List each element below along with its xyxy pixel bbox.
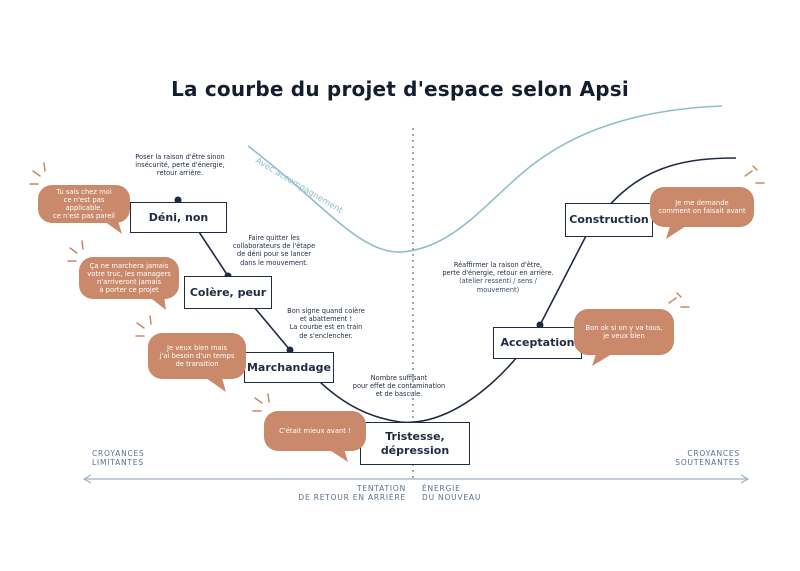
axis-arrow-left bbox=[82, 474, 92, 484]
note-deni: Poser la raison d'être sinon insécurité,… bbox=[124, 153, 236, 178]
stage-marchandage: Marchandage bbox=[244, 352, 334, 383]
note-marchandage: Bon signe quand colère et abattement ! L… bbox=[276, 307, 376, 340]
note-reaffirmer-text: Réaffirmer la raison d'être, perte d'éne… bbox=[442, 261, 554, 278]
accompaniment-curve bbox=[247, 105, 723, 253]
note-colere: Faire quitter les collaborateurs de l'ét… bbox=[224, 234, 324, 267]
accompaniment-label: Avec accompagnement bbox=[253, 156, 344, 216]
note-reaffirmer: Réaffirmer la raison d'être, perte d'éne… bbox=[428, 261, 568, 294]
bubble-tail-acceptation bbox=[592, 354, 612, 366]
bubble-tail-tristesse bbox=[328, 449, 348, 462]
bubble-tail-colere bbox=[148, 296, 166, 310]
stage-acceptation: Acceptation bbox=[493, 327, 582, 359]
stage-colere: Colère, peur bbox=[184, 276, 272, 309]
stage-construction: Construction bbox=[565, 203, 653, 237]
axis-label-center-right: ÉNERGIE DU NOUVEAU bbox=[422, 484, 482, 502]
bubble-colere: Ça ne marchera jamais votre truc, les ma… bbox=[79, 257, 179, 299]
bubble-tail-deni bbox=[104, 221, 122, 234]
bubble-deni: Tu sais chez moi ce n'est pas applicable… bbox=[38, 185, 130, 223]
bubble-tail-construction bbox=[666, 226, 686, 239]
axis-label-left: CROYANCES LIMITANTES bbox=[92, 449, 145, 467]
note-colere-text: Faire quitter les collaborateurs de l'ét… bbox=[232, 234, 316, 267]
axis-arrow-right bbox=[740, 474, 750, 484]
stage-tristesse: Tristesse, dépression bbox=[360, 422, 470, 465]
curve-point-deni bbox=[174, 196, 182, 204]
stage-deni: Déni, non bbox=[130, 202, 227, 233]
axis-label-center-left: TENTATION DE RETOUR EN ARRIÈRE bbox=[298, 484, 406, 502]
bubble-marchandage: Je veux bien mais j'ai besoin d'un temps… bbox=[148, 333, 246, 379]
axis-label-right: CROYANCES SOUTENANTES bbox=[675, 449, 740, 467]
note-tristesse: Nombre suffisant pour effet de contamina… bbox=[346, 374, 452, 399]
bubble-construction: Je me demande comment on faisait avant bbox=[650, 187, 754, 227]
curve-point-acceptation bbox=[536, 321, 544, 329]
note-reaffirmer-sub: (atelier ressenti / sens / mouvement) bbox=[459, 277, 537, 294]
note-tristesse-text: Nombre suffisant pour effet de contamina… bbox=[352, 374, 446, 399]
sparkle-icon bbox=[29, 162, 765, 412]
bubble-acceptation: Bon ok si on y va tous, je veux bien bbox=[574, 309, 674, 355]
page-title: La courbe du projet d'espace selon Apsi bbox=[171, 77, 629, 101]
bubble-tristesse: C'était mieux avant ! bbox=[264, 411, 366, 451]
note-deni-text: Poser la raison d'être sinon insécurité,… bbox=[135, 153, 225, 178]
curve-point-marchandage bbox=[286, 346, 294, 354]
note-marchandage-text: Bon signe quand colère et abattement ! L… bbox=[287, 307, 365, 340]
bubble-tail-marchandage bbox=[206, 378, 226, 392]
